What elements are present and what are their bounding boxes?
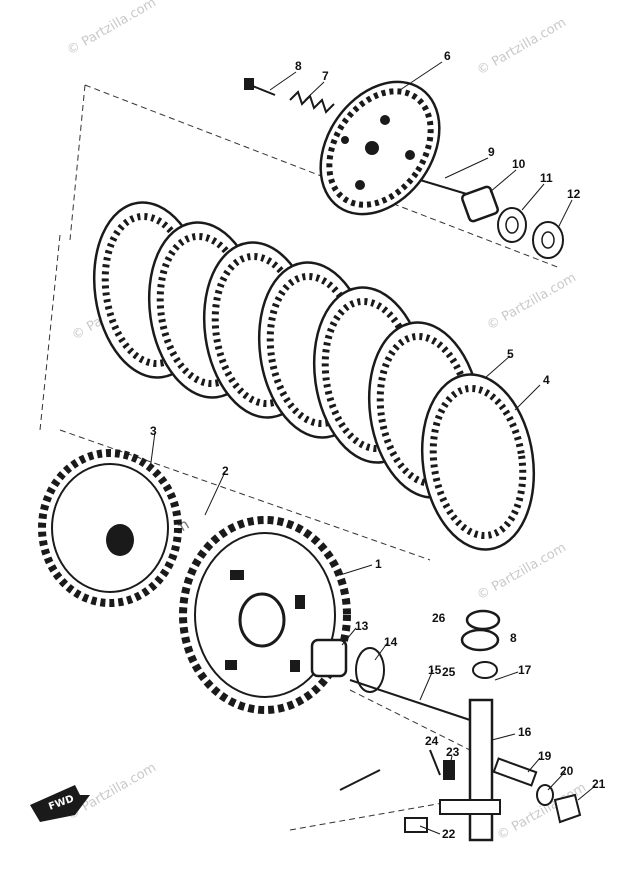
callout-label: 22 [442,827,456,841]
spacer-and-washer [310,638,385,693]
callout-label: 5 [507,347,514,361]
callout-label: 8 [295,59,302,73]
callout-label: 16 [518,725,532,739]
spring-and-bolt [244,78,335,114]
watermark: © Partzilla.com [65,0,159,58]
callout-label: 24 [425,734,439,748]
callout-label: 21 [592,777,606,791]
callout-label: 15 [428,663,442,677]
watermark: © Partzilla.com [65,760,159,823]
friction-plate-stack [92,201,536,551]
callout-label: 3 [150,424,157,438]
callout-label: 7 [322,69,329,83]
callout-label: 19 [538,749,552,763]
pushrod-assembly [419,179,564,259]
push-lever-assembly [339,609,582,842]
callout-label: 4 [543,373,550,387]
callout-label: 8 [510,631,517,645]
callout-label: 2 [222,464,229,478]
fwd-arrow: FWD [30,785,90,822]
callout-label: 9 [488,145,495,159]
callout-label: 14 [384,635,398,649]
watermark: © Partzilla.com [475,15,569,78]
callout-label: 23 [446,745,460,759]
clutch-boss [179,516,351,714]
watermark: © Partzilla.com [485,270,579,333]
callout-label: 6 [444,49,451,63]
callout-label: 1 [375,557,382,571]
callout-label: 26 [432,611,446,625]
callout-label: 20 [560,764,574,778]
callout-label: 25 [442,665,456,679]
callout-label: 11 [540,171,553,185]
leader-lines [149,61,596,835]
callout-labels: 1 2 3 4 5 6 7 8 9 10 11 12 13 14 15 16 1… [150,49,606,841]
pressure-plate [319,80,441,216]
callout-label: 12 [567,187,581,201]
callout-label: 17 [518,663,532,677]
callout-label: 13 [355,619,369,633]
primary-driven-gear [38,449,182,607]
callout-label: 10 [512,157,526,171]
